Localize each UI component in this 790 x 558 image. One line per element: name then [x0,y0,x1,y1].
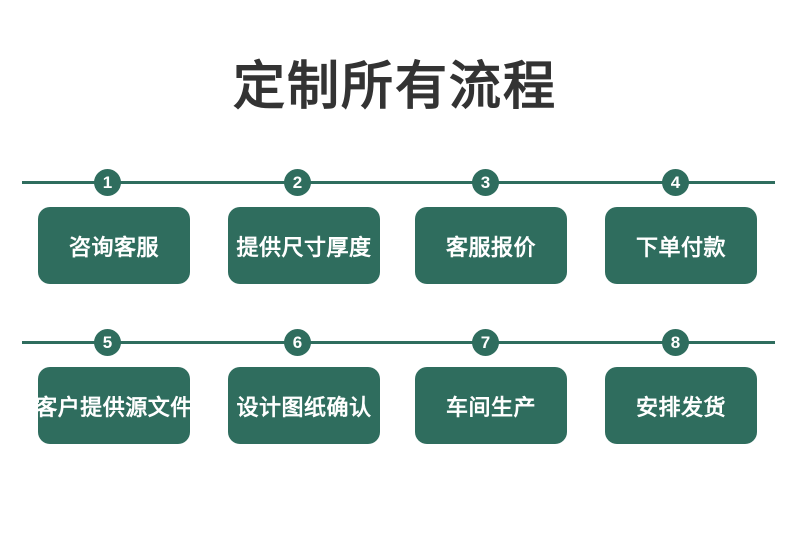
step-box-8: 安排发货 [605,367,757,444]
page-title: 定制所有流程 [232,58,557,116]
step-node-1: 1 [94,169,121,196]
step-number: 7 [480,333,491,352]
step-label: 客服报价 [445,234,536,260]
step-label: 下单付款 [635,234,726,260]
step-node-3: 3 [472,169,499,196]
step-number: 8 [670,333,681,352]
step-node-2: 2 [284,169,311,196]
step-box-5: 客户提供源文件 [35,367,193,444]
connector-line [22,181,775,184]
step-node-8: 8 [662,329,689,356]
step-label: 车间生产 [445,394,536,420]
process-row-1: 1 2 3 4 咨询客服 提供尺寸厚度 客服报价 下单付款 [22,169,775,309]
step-number: 2 [292,173,303,192]
step-node-7: 7 [472,329,499,356]
step-label: 提供尺寸厚度 [236,234,372,260]
step-label: 客户提供源文件 [35,394,193,420]
process-row-2: 5 6 7 8 客户提供源文件 设计图纸确认 车间生产 安排发货 [22,329,775,469]
step-node-4: 4 [662,169,689,196]
connector-line [22,341,775,344]
step-label: 设计图纸确认 [236,394,372,420]
step-box-1: 咨询客服 [38,207,190,284]
step-box-3: 客服报价 [415,207,567,284]
step-number: 4 [670,173,681,192]
step-node-6: 6 [284,329,311,356]
step-box-7: 车间生产 [415,367,567,444]
step-box-2: 提供尺寸厚度 [228,207,380,284]
step-number: 3 [480,173,491,192]
step-number: 1 [102,173,113,192]
step-number: 6 [292,333,303,352]
step-label: 安排发货 [635,394,726,420]
step-box-4: 下单付款 [605,207,757,284]
step-label: 咨询客服 [68,234,159,260]
step-node-5: 5 [94,329,121,356]
step-number: 5 [102,333,113,352]
step-box-6: 设计图纸确认 [228,367,380,444]
